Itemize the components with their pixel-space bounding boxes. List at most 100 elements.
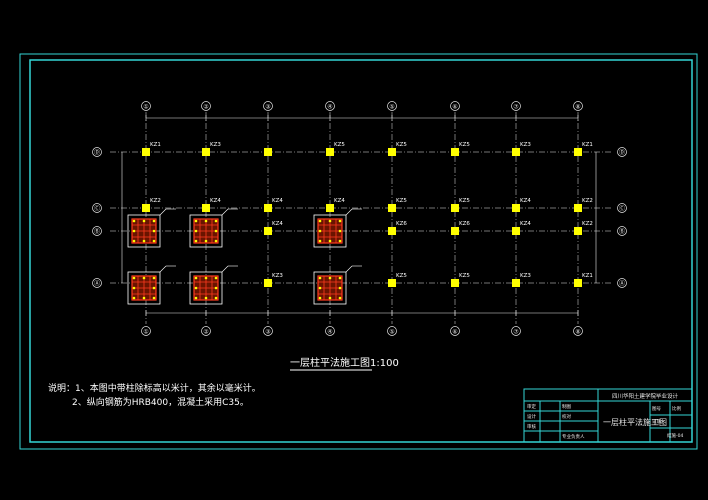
- outer-frame: [19, 53, 698, 450]
- rebar-dot: [318, 219, 322, 223]
- rebar-dot: [152, 286, 156, 290]
- axis-bubble: [201, 101, 211, 111]
- column-label: KZ3: [520, 273, 531, 279]
- rebar-dot: [142, 276, 146, 280]
- axis-label: ⑦: [513, 329, 519, 336]
- axis-bubble: [141, 326, 151, 336]
- column: [451, 148, 459, 156]
- axis-label: Ⓓ: [94, 149, 100, 157]
- rebar-dot: [204, 239, 208, 243]
- rebar-dot: [194, 229, 198, 233]
- column-label: KZ4: [272, 198, 283, 204]
- column: [512, 279, 520, 287]
- column-label: KZ3: [272, 273, 283, 279]
- axis-bubble: [617, 203, 627, 213]
- tb-cell-r3: 结施-04: [667, 432, 683, 439]
- column-label: KZ3: [520, 142, 531, 148]
- column-label: KZ5: [459, 198, 470, 204]
- detail-frame: [189, 214, 223, 248]
- tb-cell-1: 设计: [527, 413, 536, 420]
- column: [512, 204, 520, 212]
- axis-bubble: [573, 326, 583, 336]
- column: [202, 204, 210, 212]
- rebar-dot: [204, 219, 208, 223]
- leader-line: [345, 208, 353, 216]
- rebar-dot: [194, 239, 198, 243]
- tb-cell-2: 审核: [527, 423, 536, 430]
- rebar-dot: [152, 239, 156, 243]
- column-label: KZ5: [459, 273, 470, 279]
- axis-label: ⑧: [575, 329, 580, 336]
- rebar-dot: [328, 219, 332, 223]
- axis-label: ③: [265, 104, 270, 111]
- axis-bubble: [387, 326, 397, 336]
- rebar-dot: [194, 219, 198, 223]
- rebar-dot: [338, 239, 342, 243]
- column: [326, 204, 334, 212]
- rebar-dot: [132, 219, 136, 223]
- rebar-dot: [132, 286, 136, 290]
- rebar-dot: [194, 276, 198, 280]
- rebar-dot: [328, 296, 332, 300]
- column-label: KZ4: [272, 221, 283, 227]
- axis-label: Ⓒ: [619, 205, 625, 213]
- axis-label: Ⓓ: [619, 149, 625, 157]
- detail-frame: [127, 271, 161, 305]
- column: [202, 148, 210, 156]
- column-label: KZ2: [582, 221, 593, 227]
- rebar-dot: [214, 296, 218, 300]
- axis-label: Ⓑ: [94, 228, 100, 236]
- axis-bubble: [92, 278, 102, 288]
- column-label: KZ4: [520, 198, 531, 204]
- rebar-dot: [132, 239, 136, 243]
- column-label: KZ1: [150, 142, 161, 148]
- axis-label: ④: [327, 329, 332, 336]
- rebar-dot: [214, 229, 218, 233]
- axis-label: ③: [265, 329, 270, 336]
- rebar-dot: [152, 219, 156, 223]
- axis-label: ②: [203, 329, 209, 336]
- column: [264, 279, 272, 287]
- leader-line: [221, 265, 229, 273]
- column: [574, 148, 582, 156]
- detail-frame: [127, 214, 161, 248]
- rebar-dot: [214, 219, 218, 223]
- axis-label: ⑦: [513, 104, 519, 111]
- column-label: KZ5: [396, 142, 407, 148]
- leader-line: [159, 265, 167, 273]
- axis-label: ⑥: [452, 104, 457, 111]
- leader-line: [221, 208, 229, 216]
- rebar-dot: [338, 219, 342, 223]
- axis-bubble: [141, 101, 151, 111]
- title-block-school: 四川华阳土建学院毕业设计: [612, 392, 679, 400]
- column: [142, 204, 150, 212]
- tb-cell-r1: 比例: [672, 405, 681, 412]
- tb-cell-r2: 日期: [652, 419, 661, 425]
- rebar-dot: [152, 229, 156, 233]
- column: [142, 148, 150, 156]
- column: [451, 279, 459, 287]
- column: [574, 279, 582, 287]
- axis-bubble: [263, 101, 273, 111]
- rebar-dot: [328, 239, 332, 243]
- tb-cell-3: 制图: [562, 403, 571, 410]
- axis-bubble: [573, 101, 583, 111]
- column-label: KZ1: [582, 273, 593, 279]
- axis-bubble: [263, 326, 273, 336]
- rebar-dot: [318, 239, 322, 243]
- column: [264, 204, 272, 212]
- axis-bubble: [201, 326, 211, 336]
- axis-label: Ⓒ: [94, 205, 100, 213]
- note-line-2: 2、纵向钢筋为HRB400，混凝土采用C35。: [72, 396, 249, 408]
- leader-line: [345, 265, 353, 273]
- column-label: KZ4: [520, 221, 531, 227]
- axis-bubble: [511, 326, 521, 336]
- rebar-dot: [338, 229, 342, 233]
- column: [264, 148, 272, 156]
- column: [388, 148, 396, 156]
- axis-bubble: [387, 101, 397, 111]
- rebar-dot: [132, 296, 136, 300]
- rebar-dot: [142, 296, 146, 300]
